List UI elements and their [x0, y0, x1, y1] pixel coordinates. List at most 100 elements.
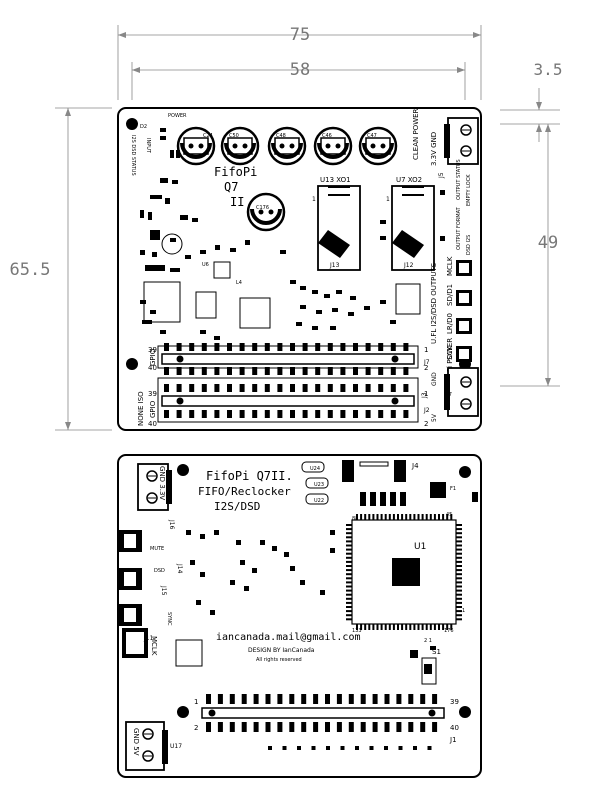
qfp-pin [425, 514, 428, 520]
qfp-pin [421, 514, 424, 520]
pin-2b-label: 2 [424, 420, 428, 428]
qfp-pin [346, 536, 352, 539]
gpio-pin [372, 694, 378, 704]
dim-height-65-5: 65.5 [10, 260, 51, 280]
gpio-pin [315, 343, 321, 351]
board-title-line3: II [230, 195, 244, 209]
qfp-pin [380, 514, 383, 520]
gpio-pin [217, 694, 223, 704]
j13-label: J13 [329, 262, 340, 269]
mount-hole [177, 464, 189, 476]
gpio-pin [201, 410, 207, 418]
gpio-pin [378, 343, 384, 351]
qfp-pin [360, 624, 363, 630]
qfp-pin-45: 45 [446, 512, 452, 518]
gpio-pin [227, 343, 232, 351]
gpio-pin [340, 410, 346, 418]
qfp-pin-1: 1 [462, 608, 465, 614]
gpio-pin [277, 343, 283, 351]
gpio-pin [302, 410, 308, 418]
gpio-pin [253, 694, 259, 704]
u13-label: U13 XO1 [320, 176, 351, 184]
gnd-label: GND [431, 372, 438, 386]
j3-label: J3 [421, 392, 428, 399]
pin-1-label: 1 [424, 346, 428, 354]
qfp-pin [456, 577, 462, 580]
s1-label: S1 [432, 648, 441, 656]
qfp-pin [346, 618, 352, 621]
qfp-pin [384, 624, 387, 630]
j11-label: J11 [143, 635, 154, 642]
qfp-pin [413, 624, 416, 630]
test-pad [297, 746, 301, 750]
5v-label: 5V [431, 413, 438, 422]
qfp-pin [429, 624, 432, 630]
test-pad [398, 746, 403, 750]
qfp-pin [346, 577, 352, 580]
qfp-pin [356, 624, 358, 630]
pin-40b-label: 40 [148, 420, 157, 428]
gpio-pin [189, 384, 195, 392]
gpio-pin [384, 722, 390, 732]
gpio-pin [206, 722, 211, 732]
qfp-pin [368, 514, 371, 520]
test-pad [427, 746, 432, 750]
gpio-pin [241, 694, 247, 704]
qfp-pin [346, 606, 352, 608]
qfp-pin [364, 624, 367, 630]
gpio-pin [390, 384, 396, 392]
gnd-5v-label: GND 5V [132, 728, 140, 756]
gpio-pin [360, 694, 366, 704]
qfp-pin [346, 556, 352, 559]
qfp-pin [456, 536, 462, 539]
gpio-pin [365, 384, 371, 392]
qfp-pin [376, 624, 379, 630]
bottom-title-line1: FifoPi Q7II. [206, 469, 293, 483]
mclk-connector [122, 628, 148, 658]
qfp-pin [356, 514, 358, 520]
dim-width-75: 75 [290, 25, 310, 45]
j16-label: J16 [168, 519, 175, 530]
gpio-pin [290, 384, 295, 392]
qfp-pin [456, 565, 462, 567]
dim-offset-3-5: 3.5 [534, 60, 563, 79]
pin-39b-label: 39 [148, 390, 157, 398]
gpio-pin [420, 722, 426, 732]
gpio-pin [201, 343, 207, 351]
rights-text: All rights reserved [256, 657, 302, 663]
gpio-pin [239, 367, 245, 375]
smd-components-bottom [186, 530, 436, 674]
j1-pin-40: 40 [450, 724, 459, 732]
gpio-pin [214, 343, 220, 351]
gpio-pin [340, 384, 346, 392]
sync-label: SYNC [166, 612, 172, 626]
qfp-pin [376, 514, 379, 520]
gpio-pin [227, 384, 232, 392]
qfp-pin [401, 514, 404, 520]
cap-label: C46 [322, 133, 332, 139]
dim-height-49: 49 [538, 233, 558, 253]
qfp-pin [429, 514, 432, 520]
small-ics [301, 461, 329, 505]
gpio-pin [164, 384, 169, 392]
gpio-pin [408, 694, 414, 704]
gpio-pin [353, 410, 358, 418]
gpio-pin [403, 367, 409, 375]
pin-2-label: 2 [424, 364, 428, 372]
qfp-pin [409, 514, 412, 520]
qfp-pin [346, 548, 352, 551]
qfp-u1 [351, 519, 457, 625]
gpio-pin [277, 694, 283, 704]
gpio-pin [403, 343, 409, 351]
gpio-pin [353, 367, 358, 375]
qfp-pin [405, 514, 408, 520]
qfp-pin [456, 540, 462, 543]
gpio-pin [390, 343, 396, 351]
design-by-text: DESIGN BY IanCanada [248, 647, 315, 654]
qfp-pin-133: 133 [352, 628, 362, 634]
mute-label: MUTE [150, 546, 164, 552]
qfp-pin-176: 176 [444, 628, 454, 634]
gpio-pin [164, 343, 169, 351]
cap-label: C176 [256, 205, 269, 211]
signal-sd-d1: SD/D1 [446, 284, 454, 306]
